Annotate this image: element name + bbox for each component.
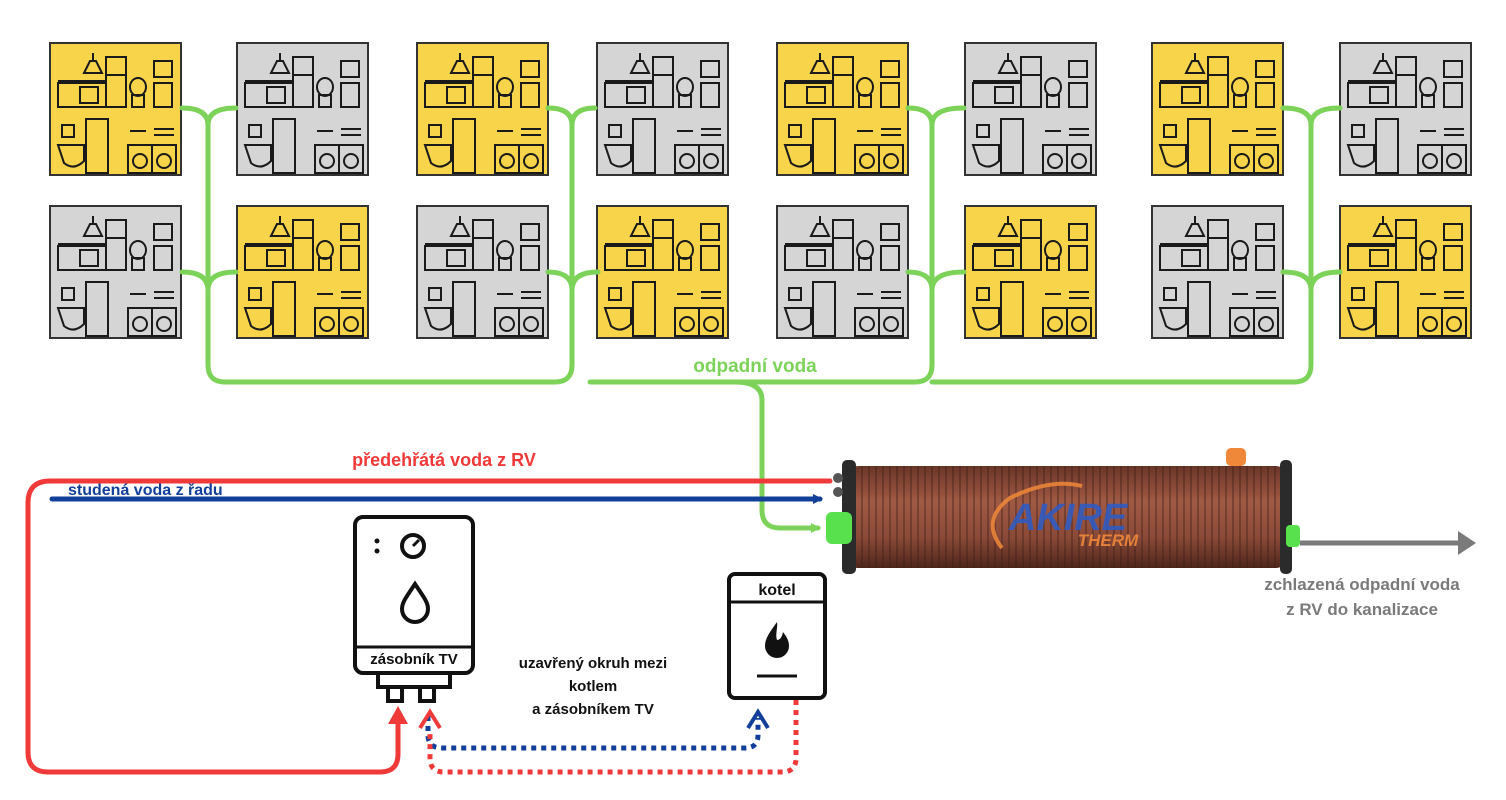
water-drop-icon xyxy=(399,580,431,624)
apartment-tile xyxy=(1151,205,1284,339)
cooled-water-label-2: z RV do kanalizace xyxy=(1286,600,1438,619)
waste-pipe-stub-1a xyxy=(179,269,211,293)
apartment-tile xyxy=(596,42,729,176)
waste-pipe-stub-1b xyxy=(205,105,239,128)
logo-sub: THERM xyxy=(1078,531,1139,550)
apartment-tile xyxy=(416,42,549,176)
waste-pipe-stub-4a xyxy=(1308,105,1343,128)
waste-water-label: odpadní voda xyxy=(693,356,817,377)
closed-loop-blue-pipe xyxy=(425,716,761,751)
waste-pipe-stub-3c xyxy=(929,269,967,293)
apartment-tile xyxy=(776,42,909,176)
waste-pipe-branch-2 xyxy=(587,105,935,385)
waste-pipe-to-exchanger xyxy=(732,379,821,533)
apartment-tile xyxy=(236,205,369,339)
apartment-tile xyxy=(964,42,1097,176)
logo-swoosh xyxy=(990,481,1083,550)
waste-outlet xyxy=(1286,525,1300,547)
cold-water-label: studená voda z řadu xyxy=(68,482,223,499)
closed-loop-red-arrow-icon xyxy=(418,708,442,730)
closed-loop-red-pipe xyxy=(427,700,799,775)
apartment-tile xyxy=(1151,42,1284,176)
waste-pipe-stub-4b xyxy=(1280,269,1314,293)
apartment-tile xyxy=(416,205,549,339)
preheated-arrow-icon xyxy=(388,706,408,724)
hot-water-tank: zásobník TV xyxy=(353,515,475,703)
waste-pipe-stub-1c xyxy=(205,269,239,293)
boiler: kotel xyxy=(727,572,827,700)
vent-cap xyxy=(1226,448,1246,466)
waste-pipe-stub-2b xyxy=(545,269,575,293)
boiler-label: kotel xyxy=(758,582,795,599)
waste-pipe-branch-3 xyxy=(929,105,1314,385)
waste-water-pipes xyxy=(179,105,1343,533)
preheated-water-label: předehřátá voda z RV xyxy=(352,450,536,470)
closed-loop-label-2: kotlem xyxy=(569,678,617,695)
apartments-grid xyxy=(49,42,1472,339)
logo-main: AKIRE xyxy=(1008,497,1129,539)
apartment-tile xyxy=(1339,205,1472,339)
waste-pipe-stub-3a xyxy=(929,105,967,128)
closed-loop-label-3: a zásobníkem TV xyxy=(532,701,654,718)
preheated-water-pipe xyxy=(25,478,833,775)
flame-icon xyxy=(765,622,789,658)
apartment-tile xyxy=(776,205,909,339)
cooled-arrow-icon xyxy=(1458,531,1476,555)
waste-pipe-stub-3b xyxy=(905,269,935,293)
apartment-tile xyxy=(1339,42,1472,176)
apartment-tile xyxy=(964,205,1097,339)
waste-pipe-stub-2a xyxy=(545,105,575,128)
tank-label: zásobník TV xyxy=(370,651,458,668)
waste-inlet xyxy=(826,512,852,544)
cooled-water-label-1: zchlazená odpadní voda xyxy=(1264,575,1460,594)
gauge-icon xyxy=(400,533,426,559)
closed-loop-label-1: uzavřený okruh mezi xyxy=(519,655,667,672)
waste-pipe-stub-2c xyxy=(569,269,601,293)
closed-loop-blue-arrow-icon xyxy=(746,708,770,730)
apartment-tile xyxy=(49,205,182,339)
apartment-tile xyxy=(596,205,729,339)
waste-pipe-stub-4c xyxy=(1308,269,1343,293)
apartment-tile xyxy=(236,42,369,176)
apartment-tile xyxy=(49,42,182,176)
heat-exchanger: AKIRE THERM xyxy=(826,448,1300,574)
